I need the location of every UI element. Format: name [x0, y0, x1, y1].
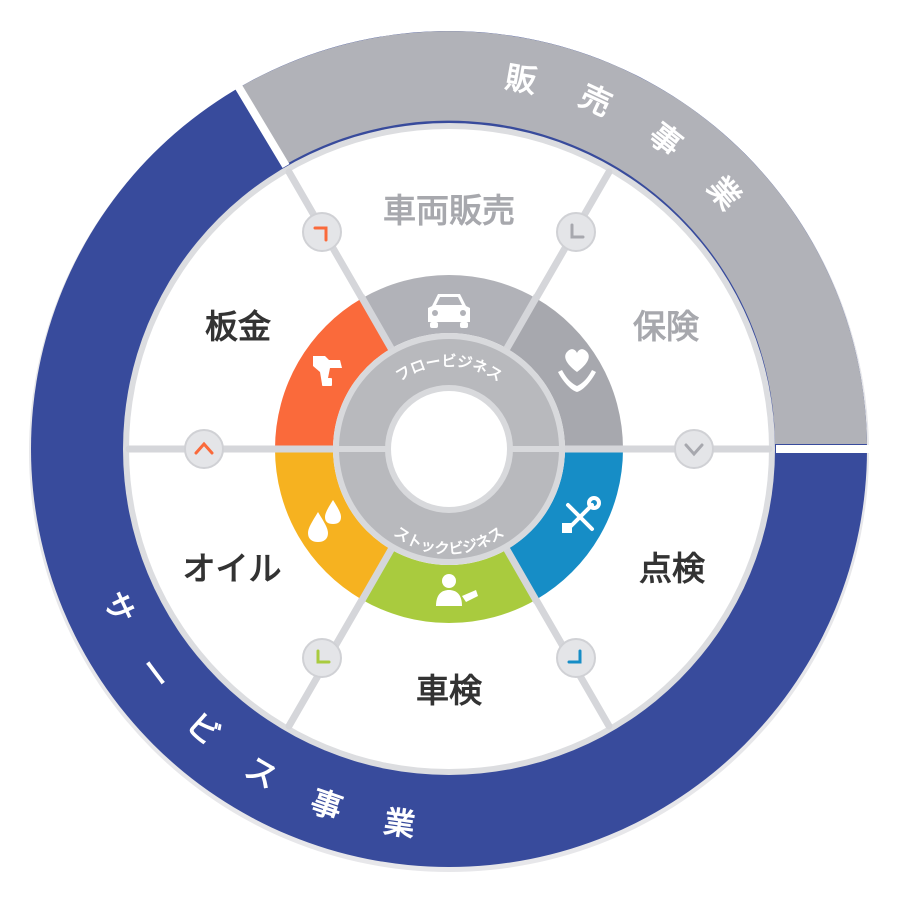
tools-icon: [562, 496, 601, 533]
label-shaken: 車検: [416, 671, 483, 710]
label-tenken: 点検: [639, 549, 706, 588]
oil-drop-icon: [308, 500, 341, 542]
outer-separator-top: [234, 83, 290, 169]
hub-center: [391, 391, 507, 507]
car-icon: [428, 294, 470, 328]
heart-hands-icon: [558, 349, 596, 392]
arrow-node-upper-right: [556, 212, 596, 252]
arrow-node-right: [674, 429, 714, 469]
arrow-node-upper-left: [302, 212, 342, 252]
arrow-node-lower-right: [556, 638, 596, 678]
chevron-icon: [316, 649, 331, 664]
chevron-icon: [570, 223, 585, 239]
label-hoken: 保険: [633, 307, 700, 346]
segment-bankin: [275, 298, 391, 449]
label-oil: オイル: [183, 549, 282, 588]
arrow-node-lower-left: [302, 638, 342, 678]
label-bankin: 板金: [205, 307, 272, 346]
segment-hoken: [507, 298, 623, 449]
mechanic-icon: [436, 574, 478, 606]
service-char: 業: [382, 804, 418, 844]
chevron-icon: [567, 649, 582, 664]
chevron-up-icon: [194, 441, 214, 455]
sales-char: 販: [502, 60, 540, 101]
segment-oil: [275, 449, 391, 600]
chevron-down-icon: [684, 443, 704, 457]
arrow-node-left: [184, 429, 224, 469]
chevron-icon: [313, 226, 328, 242]
sales-ring: [238, 31, 868, 445]
middle-separators: [273, 294, 625, 604]
label-sharyo: 車両販売: [383, 191, 515, 230]
spray-gun-icon: [313, 356, 342, 386]
